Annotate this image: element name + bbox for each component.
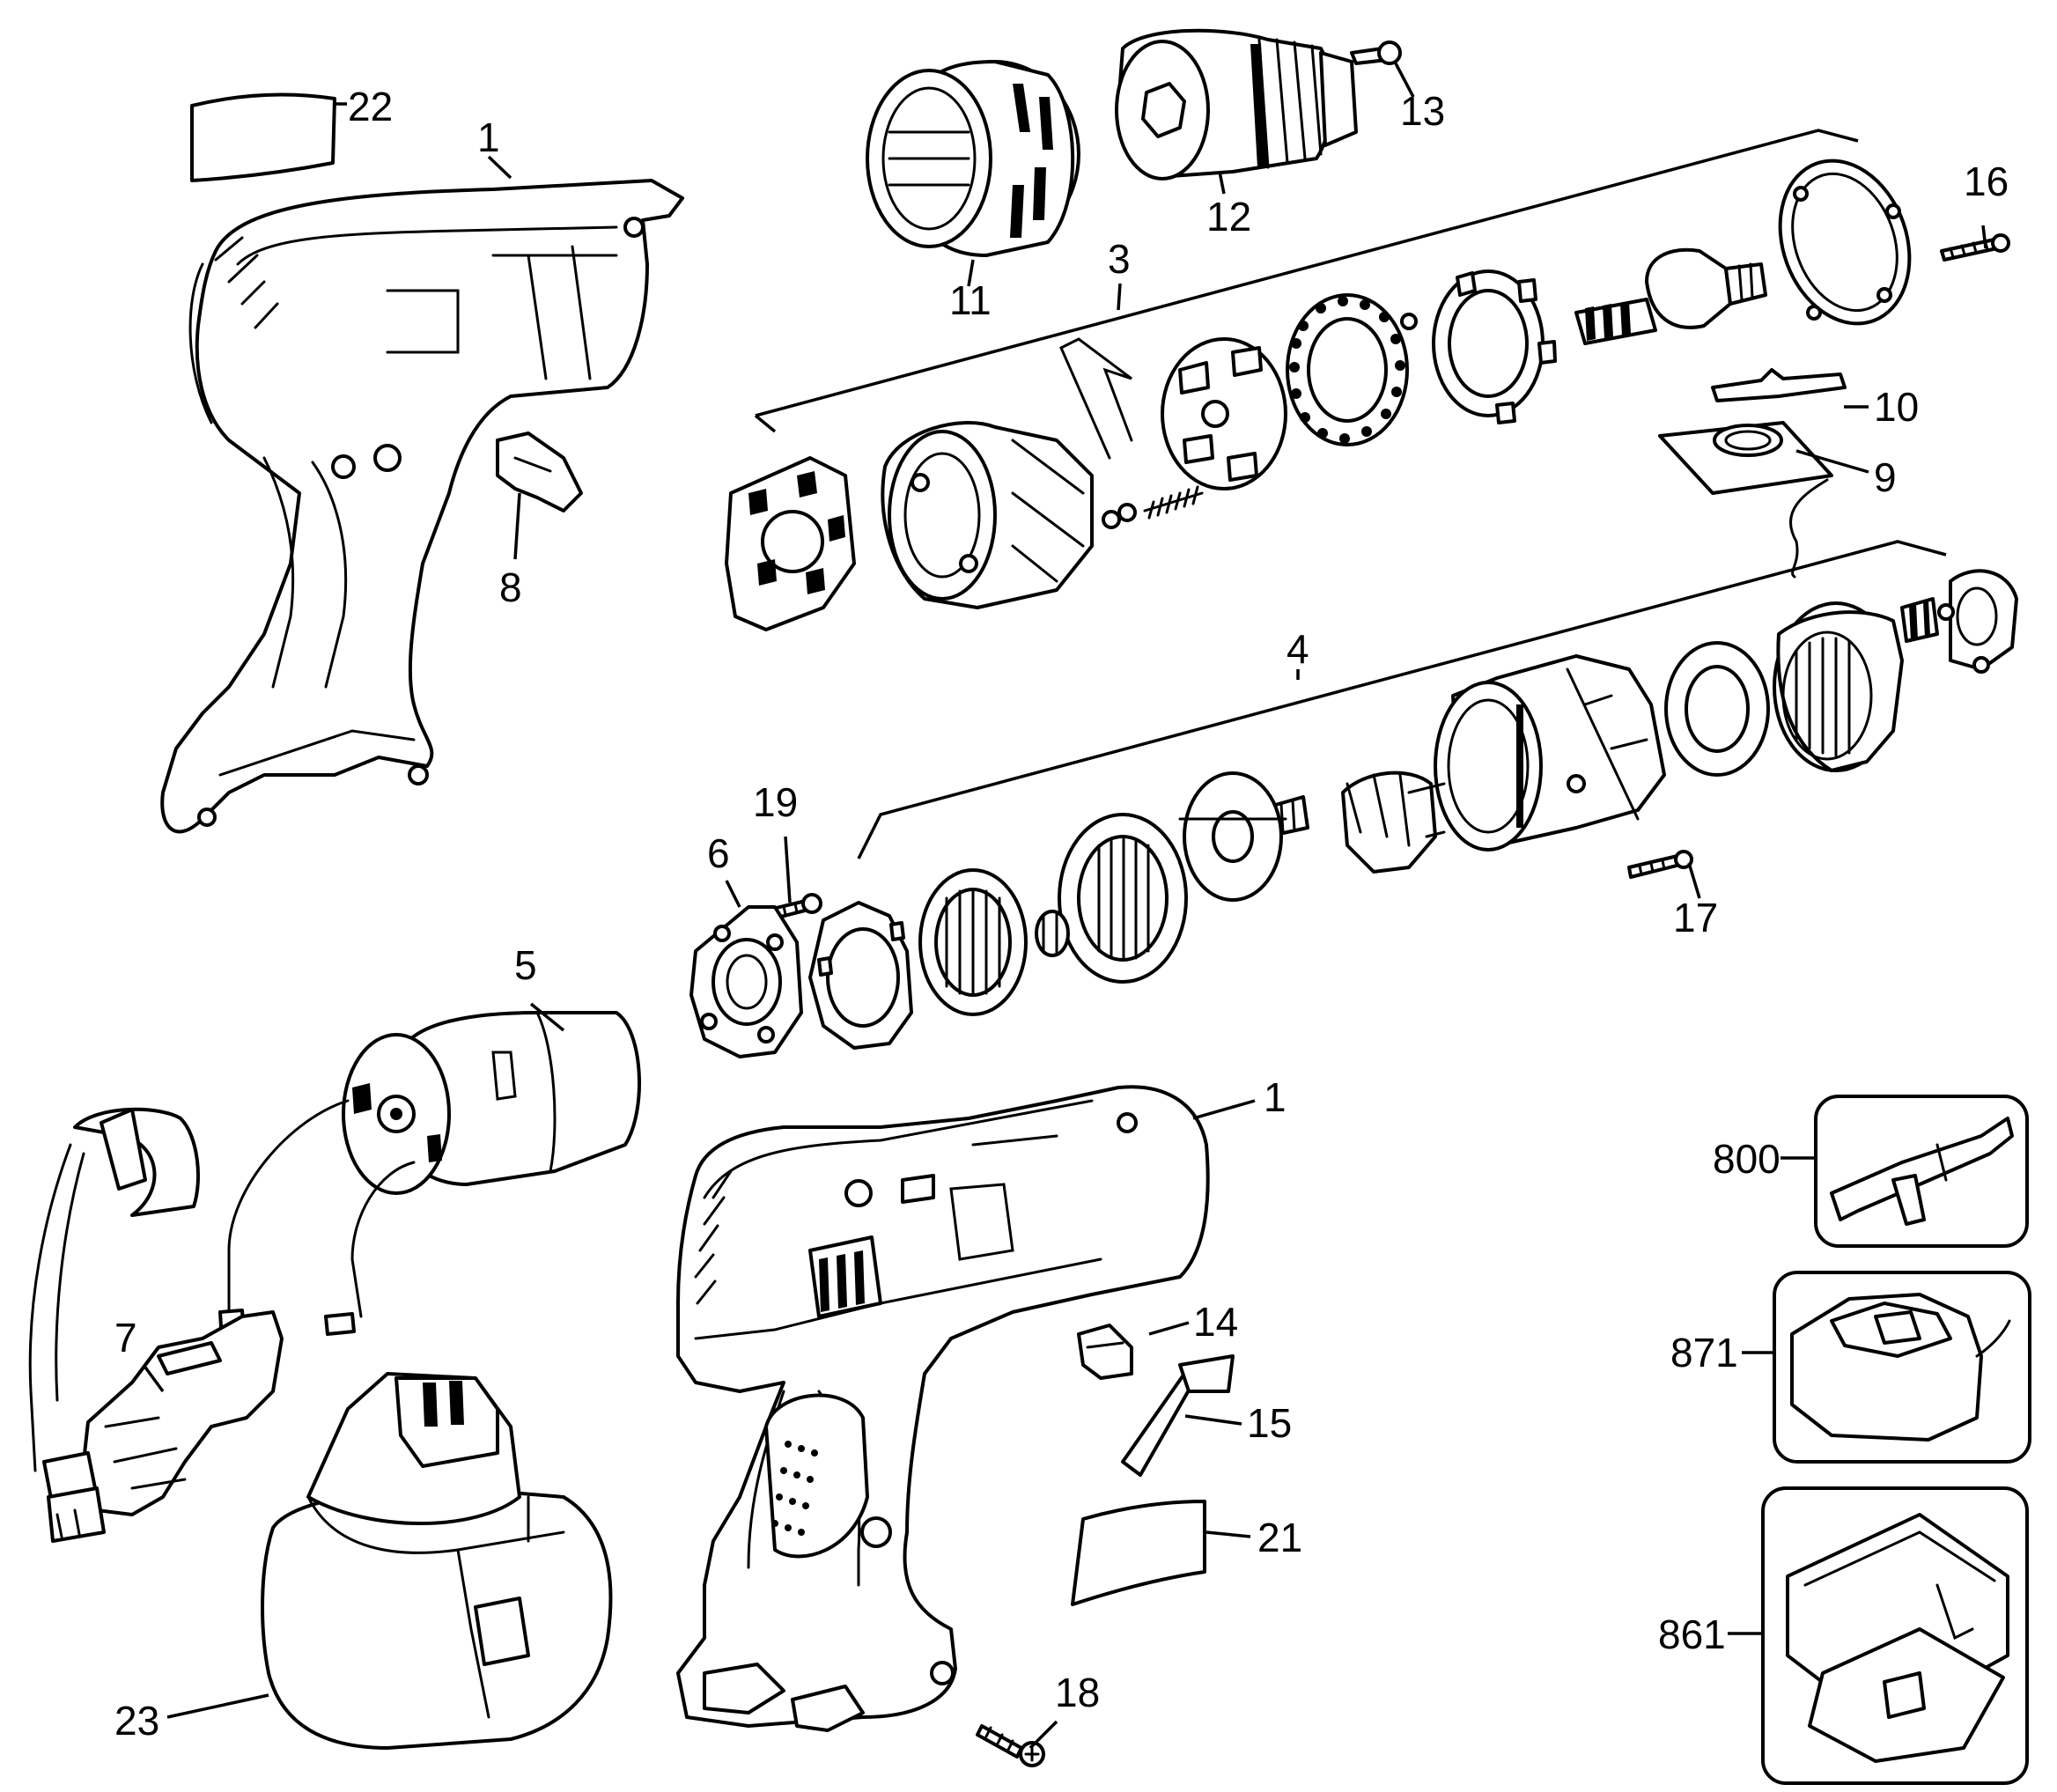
part-800-box [1814, 1095, 2029, 1248]
label-7: 7 [114, 1315, 137, 1361]
label-23: 23 [114, 1698, 159, 1744]
label-6: 6 [707, 830, 730, 876]
part-6-motor-plate [689, 905, 803, 1058]
part-5-motor [218, 1011, 642, 1336]
label-861: 861 [1658, 1611, 1726, 1657]
part-861-box [1761, 1486, 2029, 1785]
label-10: 10 [1874, 384, 1919, 430]
label-12: 12 [1206, 194, 1251, 240]
label-871: 871 [1670, 1330, 1738, 1375]
part-16-screw [1940, 233, 2010, 262]
part-23-battery [261, 1372, 613, 1750]
part-10-clip [1711, 368, 1847, 402]
label-4: 4 [1287, 626, 1309, 672]
part-6b-gasket [808, 901, 913, 1050]
label-16: 16 [1964, 159, 2009, 204]
label-3: 3 [1108, 236, 1131, 282]
label-1-bottom: 1 [1264, 1074, 1287, 1120]
part-22-label-card [190, 92, 336, 182]
label-8: 8 [499, 564, 522, 610]
part-1-housing-assembled [676, 1085, 1210, 1732]
label-1-top: 1 [477, 114, 500, 160]
label-11: 11 [949, 277, 992, 323]
part-4-gearbox-group [857, 540, 2018, 1016]
part-12-chuck [1115, 28, 1358, 181]
label-5: 5 [514, 942, 537, 988]
part-9-shift-plate [1658, 421, 1833, 579]
part-13-screw [1350, 41, 1402, 65]
part-21-label-card [1071, 1500, 1206, 1606]
part-17-screw [1627, 850, 1693, 879]
part-871-box [1773, 1271, 2031, 1464]
part-8-clip [496, 431, 583, 513]
part-1-housing-half [160, 179, 684, 834]
part-7-switch [28, 1107, 284, 1543]
label-13: 13 [1400, 88, 1445, 134]
label-19: 19 [753, 779, 798, 825]
callout-labels: 22 1 11 12 13 3 16 10 9 8 4 19 6 17 5 1 … [114, 84, 2009, 1744]
leader-lines [142, 63, 1987, 1750]
part-14-clip [1077, 1324, 1133, 1380]
part-15-bit [1121, 1354, 1235, 1477]
label-21: 21 [1257, 1515, 1302, 1560]
label-9: 9 [1874, 454, 1897, 500]
label-22: 22 [348, 84, 393, 129]
label-17: 17 [1673, 895, 1718, 940]
label-14: 14 [1193, 1299, 1238, 1345]
part-11-sleeve [866, 60, 1080, 257]
label-18: 18 [1055, 1670, 1100, 1715]
part-3-gearcase-group [725, 129, 1912, 631]
label-15: 15 [1247, 1400, 1292, 1446]
label-800: 800 [1713, 1136, 1781, 1182]
part-18-screw [976, 1724, 1045, 1767]
